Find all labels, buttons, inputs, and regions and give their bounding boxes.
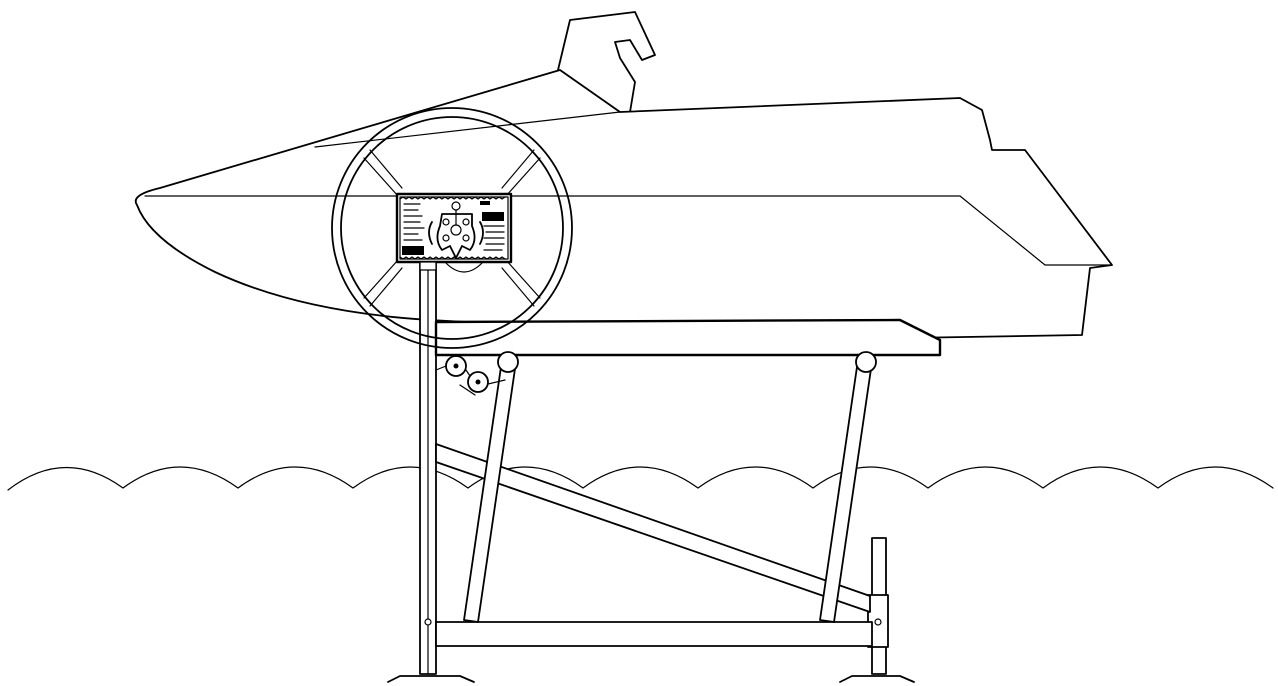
winch-gearbox	[395, 192, 513, 264]
pulley-upper-hub	[453, 363, 459, 369]
left-lift-arm	[463, 359, 517, 623]
bunk-roller-right	[855, 351, 877, 373]
diagonal-brace	[435, 443, 871, 613]
pivot-pin-right	[874, 618, 882, 626]
wheel-hub	[444, 261, 484, 273]
bottom-beam	[435, 621, 873, 647]
pivot-pin-left	[424, 618, 432, 626]
lift-cable	[435, 365, 506, 396]
right-foot	[839, 675, 915, 683]
right-lift-arm	[819, 359, 873, 623]
lift-frame	[387, 261, 915, 683]
lift-wheel	[331, 107, 573, 349]
sheer-line	[144, 195, 1113, 266]
bunk-board	[434, 318, 942, 357]
pulley-lower-hub	[475, 379, 481, 385]
bunk-roller-left	[497, 351, 519, 373]
warning-label-left	[402, 246, 424, 255]
warning-label-right	[482, 212, 504, 221]
left-foot	[387, 675, 475, 683]
water-surface	[7, 466, 1274, 491]
post-cap	[419, 261, 437, 271]
boat	[134, 11, 1113, 339]
deck-line	[314, 111, 621, 148]
